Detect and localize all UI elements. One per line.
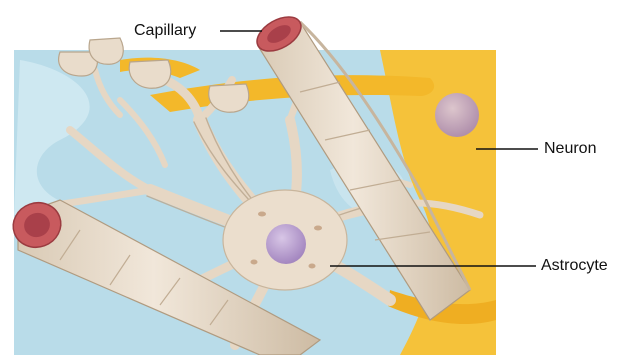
neuron-nucleus <box>435 93 479 137</box>
astrocyte-label: Astrocyte <box>541 257 608 275</box>
astrocyte-nucleus <box>266 224 306 264</box>
capillary-label: Capillary <box>134 22 196 40</box>
astrocyte-granule <box>251 260 258 265</box>
neuron-label: Neuron <box>544 140 596 158</box>
astrocyte-granule <box>258 212 266 217</box>
astrocyte-granule <box>314 226 322 231</box>
astrocyte-granule <box>309 264 316 269</box>
